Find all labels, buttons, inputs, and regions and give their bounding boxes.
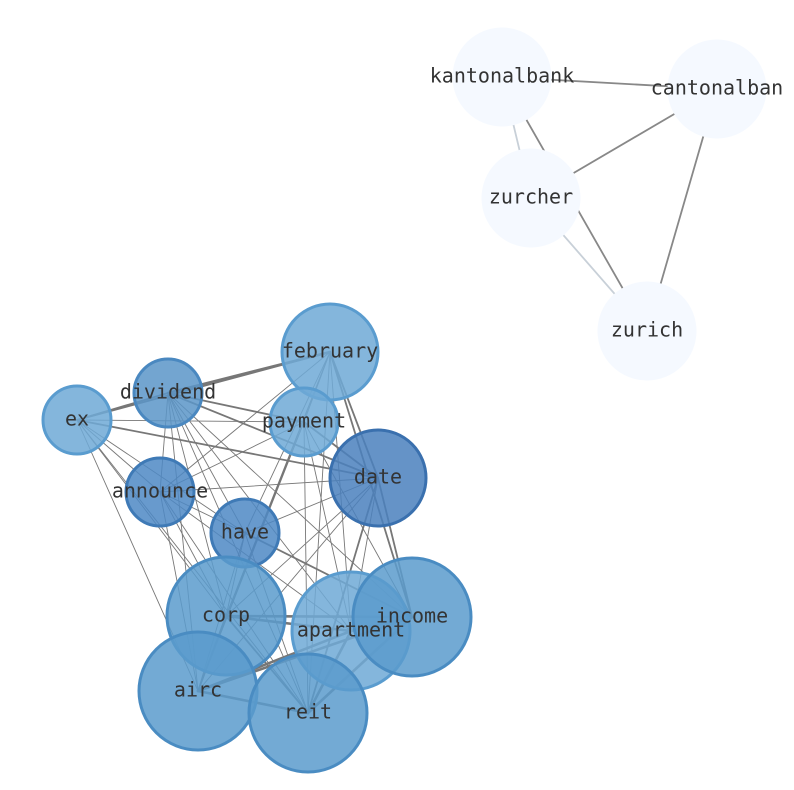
label-layer: kantonalbank cantonalban zurcher zurich febr… <box>65 64 783 724</box>
node-label-apartment: apartment <box>297 618 405 642</box>
node-dividend <box>132 357 204 429</box>
edge-ex-date <box>76 419 379 479</box>
node-ex <box>41 384 113 456</box>
node-cantonalban <box>667 39 767 139</box>
node-label-ex: ex <box>65 407 89 431</box>
node-layer <box>41 27 767 774</box>
node-label-zurich: zurich <box>611 318 683 342</box>
node-zurich <box>597 281 697 381</box>
node-payment <box>268 386 340 458</box>
node-label-announce: announce <box>112 479 208 503</box>
node-zurcher <box>481 148 581 248</box>
node-label-airc: airc <box>174 678 222 702</box>
node-income <box>351 556 473 678</box>
node-label-corp: corp <box>202 603 250 627</box>
node-date <box>328 428 428 528</box>
node-label-zurcher: zurcher <box>489 185 573 209</box>
node-reit <box>247 652 369 774</box>
edge-ex-payment <box>76 419 305 423</box>
node-kantonalbank <box>452 27 552 127</box>
node-label-february: february <box>282 339 378 363</box>
node-label-date: date <box>354 465 402 489</box>
node-label-dividend: dividend <box>120 380 216 404</box>
node-label-cantonalban: cantonalban <box>651 76 783 100</box>
node-label-income: income <box>376 604 448 628</box>
node-label-kantonalbank: kantonalbank <box>430 64 575 88</box>
node-label-have: have <box>221 520 269 544</box>
node-label-reit: reit <box>284 700 332 724</box>
node-announce <box>124 456 196 528</box>
node-label-payment: payment <box>262 409 346 433</box>
